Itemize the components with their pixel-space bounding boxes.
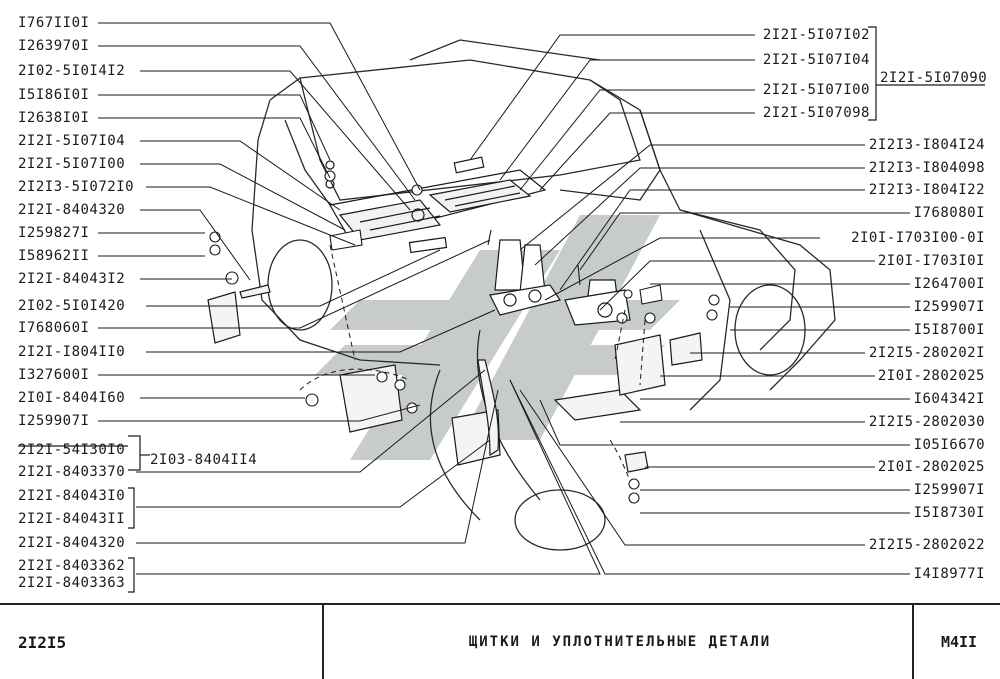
group-label: 2I2I-5I07090 [880, 70, 988, 86]
divider [912, 605, 914, 679]
part-label-right: 2I2I-5I07I04 [762, 52, 870, 68]
leader-lines-right [469, 34, 910, 575]
vehicle-outline-drawing [251, 39, 836, 551]
assembly-guide-lines [299, 244, 646, 481]
drawing-title: ЩИТКИ И УПЛОТНИТЕЛЬНЫЕ ДЕТАЛИ [468, 634, 772, 650]
drawing-code: 2I2I5 [18, 632, 67, 652]
part-label-left: 2I2I-8403370 [18, 464, 126, 480]
floor-panel [325, 156, 547, 254]
part-label-left: 2I2I-8403363 [18, 575, 126, 591]
part-label-right: 2I0I-2802025 [877, 459, 985, 475]
part-label-left: 2I2I-84043I2 [18, 271, 126, 287]
part-label-right: I604342I [913, 391, 985, 407]
part-label-right: 2I2I3-I804098 [868, 160, 985, 176]
part-label-left: 2I2I-I804II0 [18, 344, 126, 360]
part-label-right: 2I2I-5I07098 [762, 105, 870, 121]
part-label-right: I768080I [913, 205, 985, 221]
part-label-left: 2I2I-84043II [18, 511, 126, 527]
part-label-left: I767II0I [18, 15, 90, 31]
part-label-right: 2I0I-I703I0I [877, 253, 985, 269]
gearlever-boot-assembly [489, 239, 631, 326]
part-label-left: I768060I [18, 320, 90, 336]
mudflap-and-shield-parts [207, 284, 703, 473]
part-label-right: I259907I [913, 299, 985, 315]
part-label-right: 2I2I5-280202I [868, 345, 985, 361]
part-label-right: 2I0I-2802025 [877, 368, 985, 384]
sheet-number: M4II [940, 633, 978, 651]
part-label-left: 2I2I-5I07I04 [18, 133, 126, 149]
part-label-right: I05I6670 [913, 437, 985, 453]
part-label-left: 2I2I3-5I072I0 [18, 179, 135, 195]
title-block: 2I2I5 ЩИТКИ И УПЛОТНИТЕЛЬНЫЕ ДЕТАЛИ M4II [0, 603, 1000, 679]
part-label-right: I5I8730I [913, 505, 985, 521]
part-label-right: 2I2I5-2802022 [868, 537, 985, 553]
part-label-left: 2I2I-84043I0 [18, 488, 126, 504]
part-label-left: I2638I0I [18, 110, 90, 126]
part-label-right: 2I0I-I703I00-0I [851, 230, 985, 246]
part-label-left: I5I86I0I [18, 87, 90, 103]
part-label-middle: 2I03-8404II4 [150, 452, 258, 468]
part-label-left: 2I02-5I0I420 [18, 298, 126, 314]
exploded-parts-drawing [18, 22, 985, 593]
divider [322, 605, 324, 679]
part-label-left: 2I2I-8404320 [18, 202, 126, 218]
part-label-left: I263970I [18, 38, 90, 54]
part-label-left: 2I2I-5I07I00 [18, 156, 126, 172]
part-label-left: I58962II [18, 248, 90, 264]
part-label-left: I259827I [18, 225, 90, 241]
part-label-left: 2I02-5I0I4I2 [18, 63, 126, 79]
group-bracket [18, 26, 985, 593]
part-label-right: I264700I [913, 276, 985, 292]
part-label-right: I4I8977I [913, 566, 985, 582]
part-label-left: 2I2I-8404320 [18, 535, 126, 551]
part-label-right: I259907I [913, 482, 985, 498]
part-label-right: I5I8700I [913, 322, 985, 338]
part-label-right: 2I2I-5I07I02 [762, 27, 870, 43]
part-label-right: 2I2I5-2802030 [868, 414, 985, 430]
part-label-left: 2I0I-8404I60 [18, 390, 126, 406]
part-label-right: 2I2I3-I804I22 [868, 182, 985, 198]
part-label-left: 2I2I-8403362 [18, 558, 126, 574]
part-label-left: I327600I [18, 367, 90, 383]
leader-lines-left [98, 22, 601, 575]
part-label-right: 2I2I3-I804I24 [868, 137, 985, 153]
part-label-left: 2I2I-54I30I0 [18, 442, 126, 458]
part-label-right: 2I2I-5I07I00 [762, 82, 870, 98]
part-label-left: I259907I [18, 413, 90, 429]
